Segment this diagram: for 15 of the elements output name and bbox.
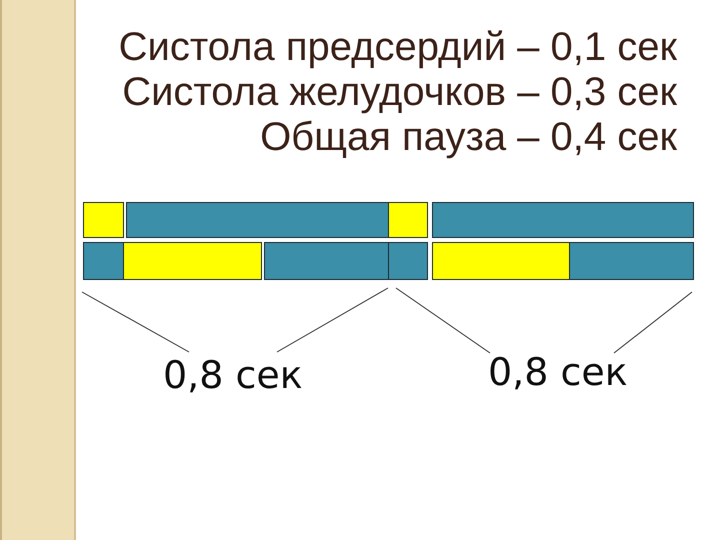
duration-text: Систола желудочков – 0,3 сек xyxy=(122,69,677,115)
duration-text: Систола предсердий – 0,1 сек xyxy=(118,24,677,70)
timeline-segment xyxy=(83,202,124,238)
timeline-segment xyxy=(123,242,262,280)
timeline-segment xyxy=(432,202,694,238)
timeline-segment xyxy=(432,242,570,280)
timeline-segment xyxy=(569,242,694,280)
timeline-segment xyxy=(388,202,428,238)
duration-text: Общая пауза – 0,4 сек xyxy=(260,114,677,160)
cycle-duration-label: 0,8 сек xyxy=(163,353,303,397)
cycle-duration-label: 0,8 сек xyxy=(488,350,628,394)
timeline-segment xyxy=(83,242,124,280)
timeline-segment xyxy=(388,242,428,280)
timeline-segment xyxy=(126,202,389,238)
timeline-segment xyxy=(264,242,389,280)
